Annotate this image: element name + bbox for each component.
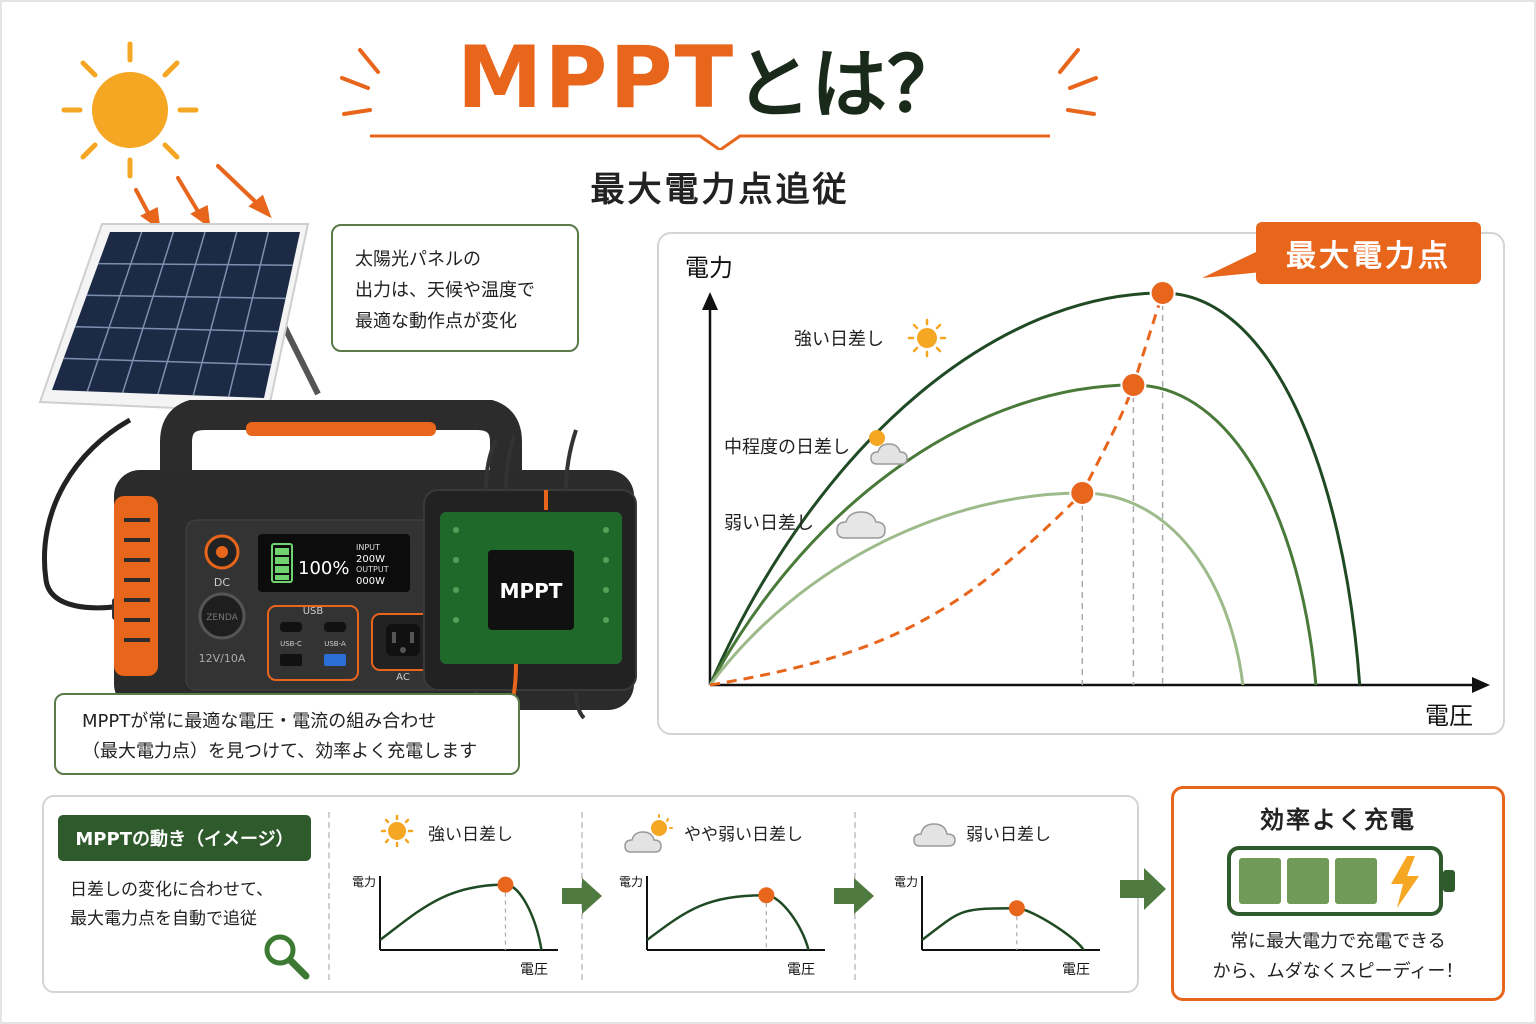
stage-2-label: やや弱い日差し xyxy=(684,825,803,845)
mppt-chip-label: MPPT xyxy=(500,579,563,603)
flow-arrow-1 xyxy=(562,878,602,914)
mini-x-label: 電圧 xyxy=(787,962,815,978)
eff-desc-line2: から、ムダなくスピーディー！ xyxy=(1212,961,1464,982)
peak-point-0 xyxy=(1149,280,1176,306)
peak-point-1 xyxy=(1120,372,1147,398)
usb-label: USB xyxy=(303,606,324,617)
stage-3-label: 弱い日差し xyxy=(966,825,1051,845)
medium-sun-cloud-icon xyxy=(869,430,908,465)
weak-cloud-icon xyxy=(836,511,886,539)
mppt-note-line1: MPPTが常に最適な電圧・電流の組み合わせ xyxy=(82,711,437,732)
mppt-motion-description: 日差しの変化に合わせて、 最大電力点を自動で追従 xyxy=(70,876,320,934)
output-label: OUTPUT xyxy=(356,565,389,574)
input-value: 200W xyxy=(356,554,385,565)
series-curve-0 xyxy=(708,291,1362,686)
page-title: MPPT とは？ xyxy=(400,28,1020,129)
strong-sun-icon xyxy=(380,814,414,848)
panel-note: 太陽光パネルの 出力は、天候や温度で 最適な動作点が変化 xyxy=(331,224,579,352)
efficient-charging-title: 効率よく充電 xyxy=(1260,806,1416,834)
mini-x-label: 電圧 xyxy=(520,962,548,978)
mini-curve xyxy=(379,883,543,951)
efficient-charging-description: 常に最大電力で充電できる から、ムダなくスピーディー！ xyxy=(1181,927,1495,987)
y-axis-label: 電力 xyxy=(685,254,733,282)
mini-peak-point xyxy=(758,887,775,904)
panel-note-line3: 最適な動作点が変化 xyxy=(355,311,517,332)
mini-curve xyxy=(646,894,810,951)
motion-desc-line2: 最大電力点を自動で追従 xyxy=(70,909,257,929)
title-decoration xyxy=(340,48,1098,150)
motion-desc-line1: 日差しの変化に合わせて、 xyxy=(70,880,274,900)
power-station-illustration: DC ZENDA 12V/10A 100% INPUT 200W OUTPUT … xyxy=(42,400,637,720)
output-value: 000W xyxy=(356,576,385,587)
panel-note-line1: 太陽光パネルの xyxy=(355,249,481,270)
cloud-icon xyxy=(913,823,956,847)
usbc-label: USB-C xyxy=(280,640,302,648)
mini-x-label: 電圧 xyxy=(1062,962,1090,978)
magnifier-icon xyxy=(264,934,310,980)
mini-curve xyxy=(921,906,1085,951)
stage-1-label: 強い日差し xyxy=(428,825,513,845)
mini-y-label: 電力 xyxy=(619,875,643,889)
title-main: MPPT xyxy=(456,28,736,128)
mppt-note: MPPTが常に最適な電圧・電流の組み合わせ （最大電力点）を見つけて、効率よく充… xyxy=(54,693,520,775)
ac-label: AC xyxy=(396,672,410,683)
x-axis-label: 電圧 xyxy=(1425,702,1473,730)
eff-desc-line1: 常に最大電力で充電できる xyxy=(1230,931,1446,952)
strong-sun-label-icon xyxy=(907,318,947,358)
x-axis-arrow xyxy=(1472,677,1490,693)
mini-y-label: 電力 xyxy=(894,875,918,889)
battery-full-icon xyxy=(1227,846,1455,916)
sun-cloud-icon xyxy=(624,814,673,853)
series-label-2: 弱い日差し xyxy=(724,513,814,534)
flow-arrow-3 xyxy=(1120,868,1166,910)
lightning-icon xyxy=(1391,856,1419,908)
mini-peak-point xyxy=(1008,900,1025,917)
series-label-0: 強い日差し xyxy=(794,329,884,350)
page-subtitle: 最大電力点追従 xyxy=(590,170,850,210)
sun-icon xyxy=(61,41,272,230)
input-label: INPUT xyxy=(356,543,380,552)
peak-point-2 xyxy=(1069,480,1096,506)
mini-peak-point xyxy=(497,876,514,893)
dc-label: DC xyxy=(214,576,230,589)
car-port-label: 12V/10A xyxy=(199,652,246,665)
series-curve-1 xyxy=(708,383,1318,686)
title-suffix: とは？ xyxy=(735,40,964,129)
series-label-1: 中程度の日差し xyxy=(724,437,850,458)
peak-badge-pointer xyxy=(1202,252,1262,278)
y-axis-arrow xyxy=(702,292,718,310)
mppt-note-line2: （最大電力点）を見つけて、効率よく充電します xyxy=(82,741,478,762)
flow-arrow-2 xyxy=(834,878,874,914)
peak-point-badge: 最大電力点 xyxy=(1256,222,1481,284)
mppt-motion-badge: MPPTの動き（イメージ） xyxy=(58,815,311,861)
series-curve-2 xyxy=(708,491,1245,686)
brand-label: ZENDA xyxy=(206,613,238,623)
solar-panel-illustration xyxy=(38,223,321,414)
panel-note-line2: 出力は、天候や温度で xyxy=(355,280,535,301)
usba-label: USB-A xyxy=(324,640,346,648)
mini-y-label: 電力 xyxy=(352,875,376,889)
display-percent: 100% xyxy=(298,558,349,579)
stage-divider-1 xyxy=(328,812,330,980)
mppt-tracking-path xyxy=(709,292,1165,687)
